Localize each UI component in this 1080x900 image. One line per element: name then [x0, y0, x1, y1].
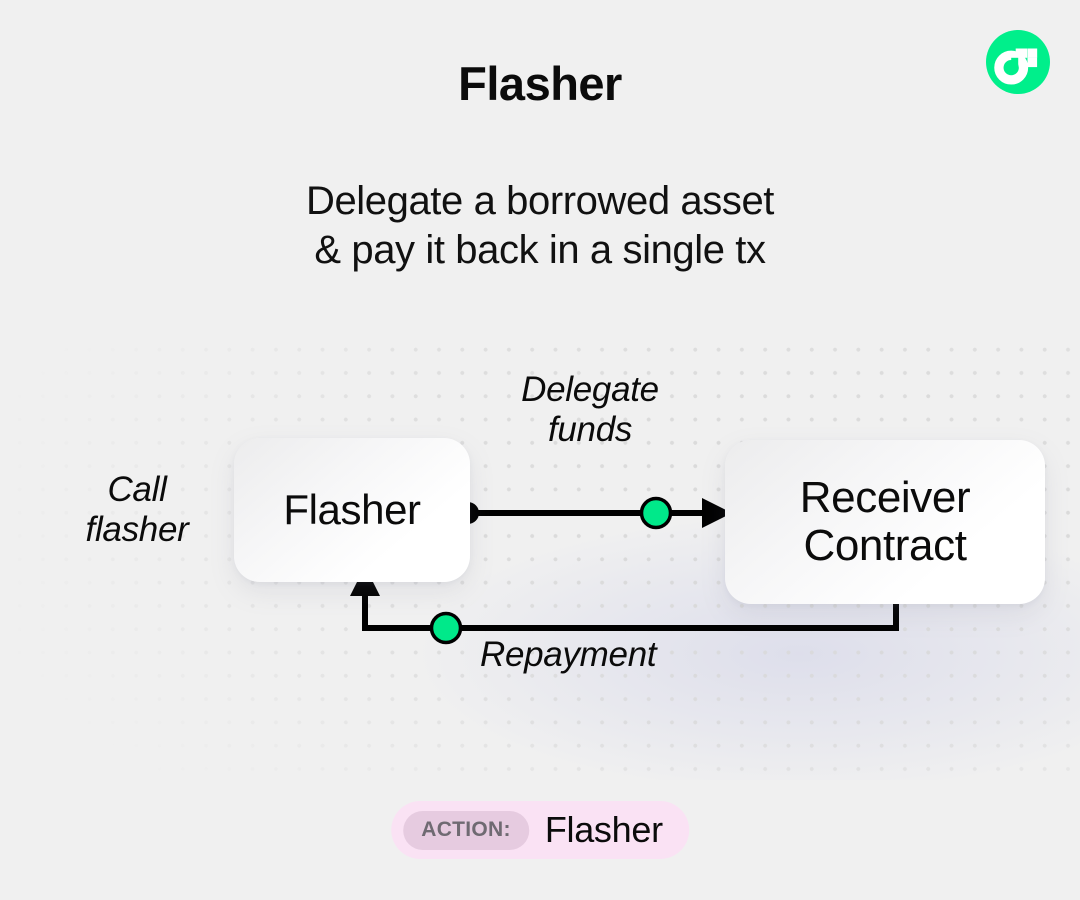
node-receiver-label-line-1: Receiver	[799, 472, 971, 522]
label-delegate-funds: Delegate funds	[474, 370, 706, 450]
flow-logo-mark	[994, 48, 1038, 85]
edge-repayment-token-dot	[429, 611, 463, 645]
action-badge-value: Flasher	[544, 809, 663, 850]
label-call-line-1: Call	[107, 470, 167, 509]
page-title: Flasher	[458, 57, 622, 110]
label-delegate-line-2: funds	[547, 409, 633, 449]
edge-delegate-arrowhead	[702, 498, 732, 528]
node-receiver-label-line-2: Contract	[803, 521, 967, 570]
subtitle-line-1: Delegate a borrowed asset	[305, 179, 775, 223]
label-repayment: Repayment	[480, 635, 657, 674]
edge-delegate-token-dot	[639, 496, 673, 530]
action-badge-chip: ACTION:	[403, 810, 529, 850]
action-badge: ACTION: Flasher	[391, 801, 689, 859]
node-flasher[interactable]: Flasher	[234, 438, 470, 582]
subtitle-line-2: & pay it back in a single tx	[314, 227, 766, 272]
node-receiver-contract[interactable]: Receiver Contract	[725, 440, 1045, 604]
label-delegate-line-1: Delegate	[521, 370, 659, 409]
label-call-flasher: Call flasher	[52, 470, 222, 550]
flow-logo-icon	[986, 30, 1050, 94]
node-receiver-label: Receiver Contract	[799, 472, 971, 571]
flow-diagram: Flasher Receiver Contract Call flasher D…	[0, 330, 1080, 780]
edge-repayment-line	[362, 588, 899, 631]
node-flasher-label: Flasher	[283, 485, 421, 533]
page-subtitle: Delegate a borrowed asset & pay it back …	[0, 177, 1080, 275]
label-call-line-2: flasher	[85, 509, 189, 549]
